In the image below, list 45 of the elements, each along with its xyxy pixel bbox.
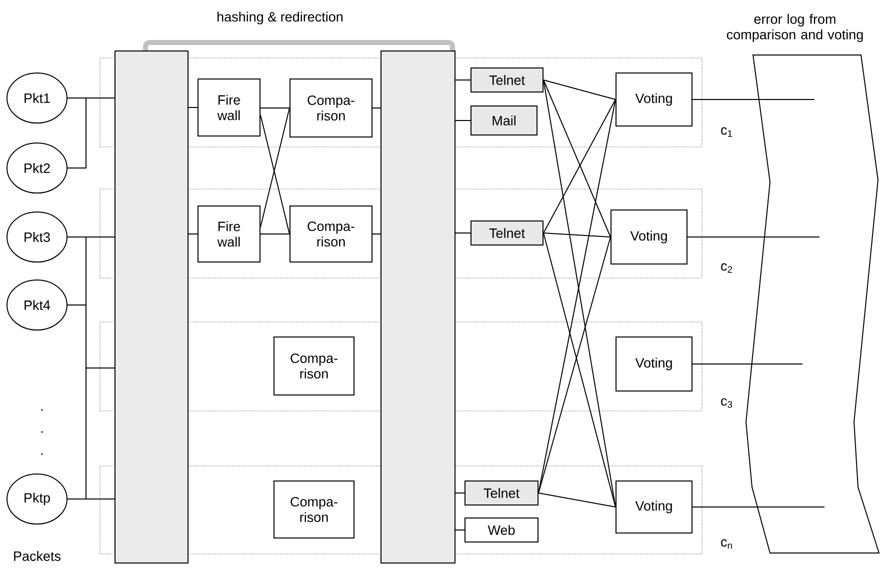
text-label: . [41, 409, 43, 411]
connector [687, 236, 820, 238]
process-box: Fire wall [198, 206, 260, 262]
connector [543, 80, 616, 100]
router-bar [380, 50, 456, 564]
connector [455, 120, 471, 121]
node-label: error log from comparison and voting [726, 14, 863, 42]
group-label: c$_{2}$ [721, 263, 732, 273]
connector [543, 80, 611, 238]
connector [692, 506, 825, 508]
connector [67, 98, 115, 168]
text-label: . [41, 453, 43, 455]
service-box: Web [464, 518, 538, 542]
connector [67, 304, 115, 500]
router-bar [114, 50, 188, 564]
edge-label: hashing & redirection [216, 10, 344, 26]
process-box: Fire wall [198, 78, 260, 136]
connector [538, 236, 611, 494]
service-box: Telnet [464, 480, 538, 506]
group-label: c$_{3}$ [721, 398, 732, 408]
process-box: Voting [616, 480, 692, 534]
text-label: . [41, 431, 43, 433]
connector [143, 40, 455, 50]
connector [538, 492, 616, 508]
connector [543, 99, 616, 234]
text-label: Packets [14, 551, 61, 561]
process-box: Compa- rison [274, 480, 354, 538]
group-label: c$_{1}$ [721, 127, 732, 137]
connector [188, 107, 198, 108]
group-label: c$_{n}$ [721, 539, 732, 549]
process-box: Compa- rison [290, 206, 372, 262]
service-box: Telnet [470, 68, 544, 92]
connector [543, 232, 616, 508]
process-box: Voting [610, 210, 688, 264]
process-box: Voting [616, 72, 692, 126]
process-box: Voting [616, 336, 692, 392]
service-box: Mail [470, 106, 538, 136]
connector [455, 492, 465, 494]
connector [455, 232, 471, 234]
process-box: Compa- rison [290, 78, 372, 138]
process-box: Compa- rison [274, 336, 354, 396]
connector [543, 232, 611, 238]
service-box: Telnet [470, 220, 544, 246]
connector [692, 99, 815, 100]
connector [67, 236, 115, 306]
